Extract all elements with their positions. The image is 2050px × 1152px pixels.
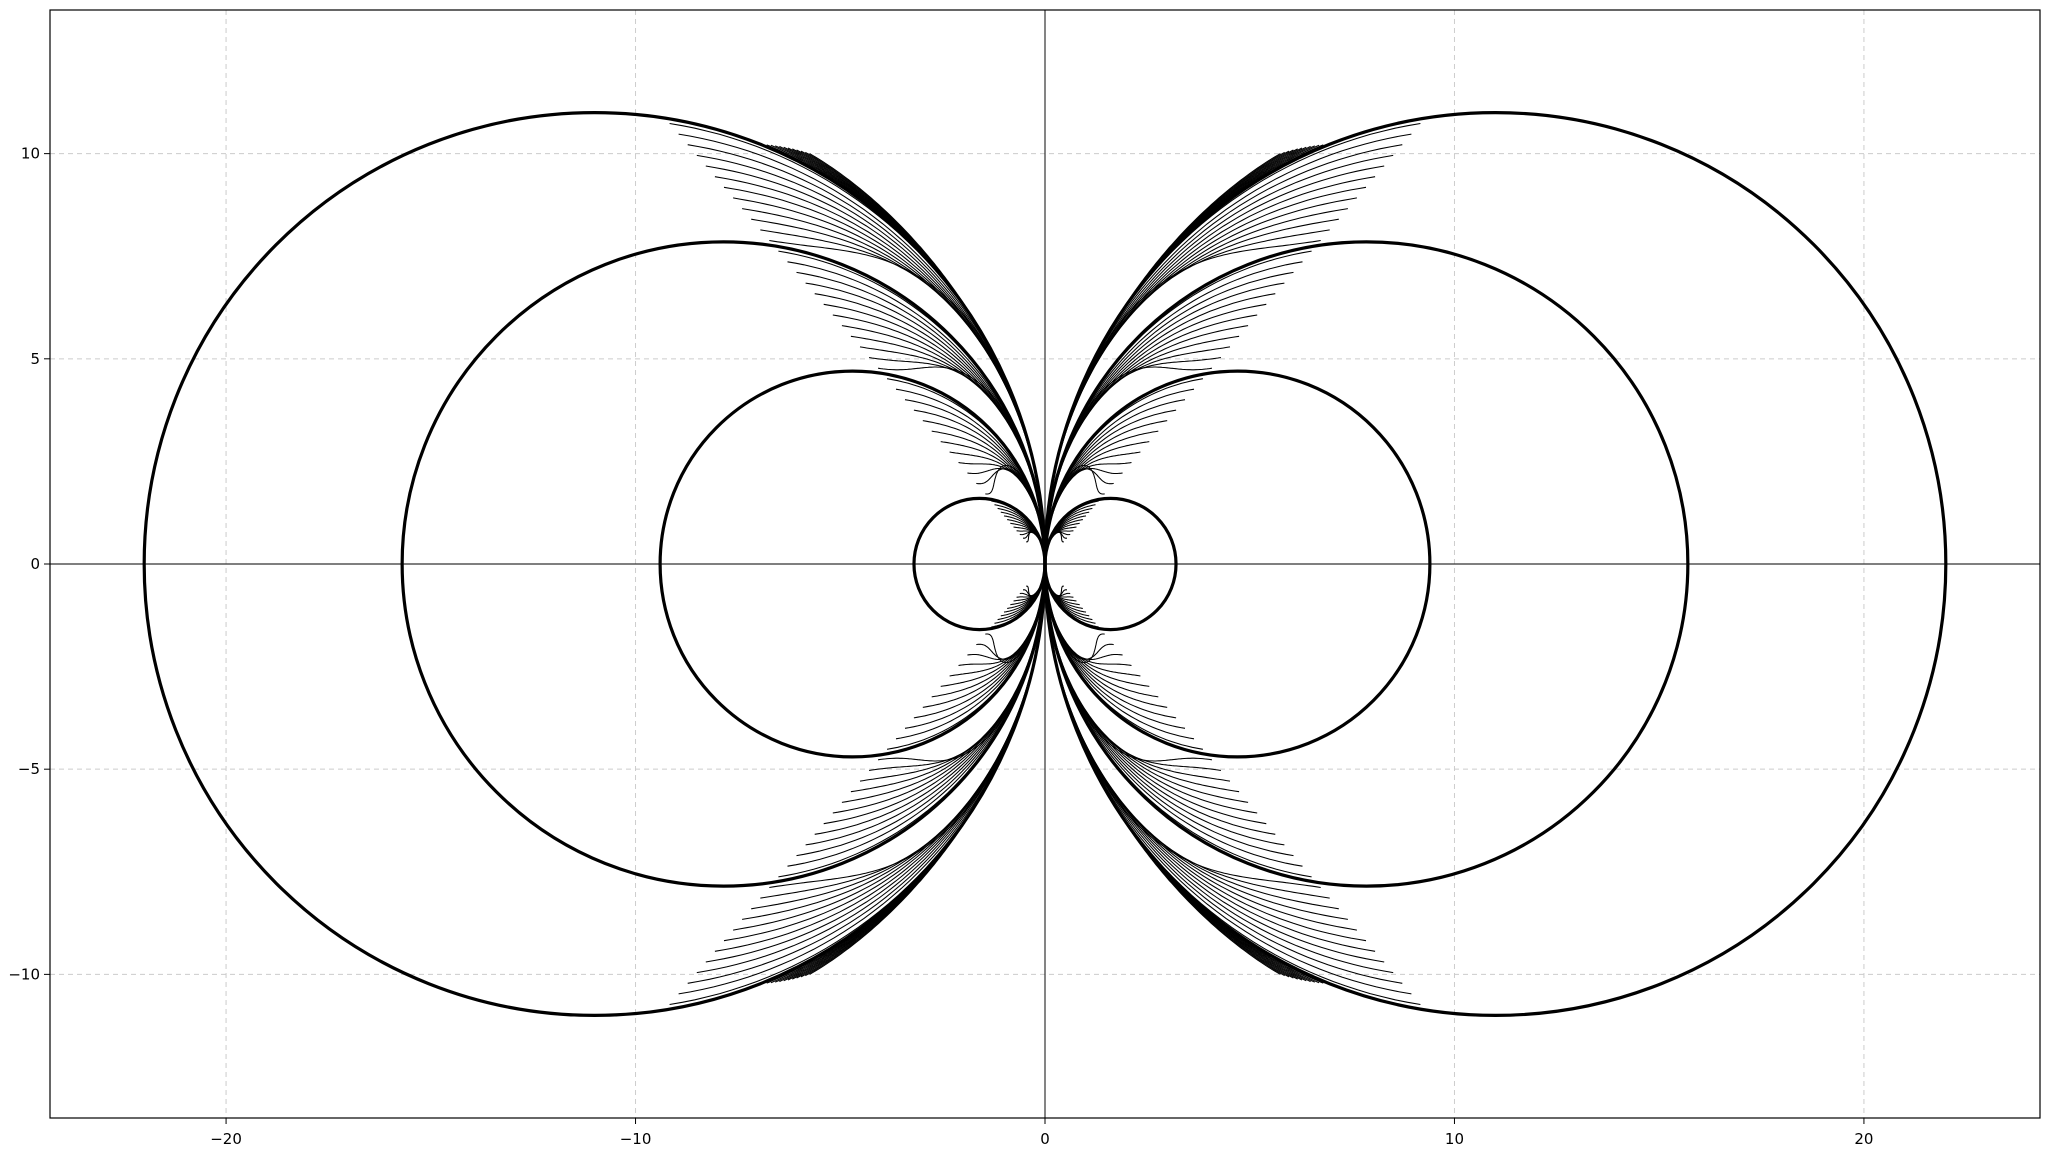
outer-flow-line xyxy=(809,153,1008,383)
flow-line xyxy=(1044,201,1403,984)
flow-line xyxy=(769,674,1032,889)
x-tick-label: 0 xyxy=(1040,1130,1050,1148)
flow-line xyxy=(1044,169,1412,995)
flow-line xyxy=(1044,282,1285,796)
flow-line xyxy=(742,499,1046,920)
flow-line xyxy=(1044,176,1376,796)
x-tick-label: −20 xyxy=(210,1130,242,1148)
flow-line xyxy=(705,284,1046,963)
flow-line xyxy=(1044,441,1150,641)
flow-line xyxy=(714,332,1046,952)
flow-line xyxy=(1044,476,1249,803)
tick-labels: −20 −10 0 10 20 10 5 0 −5 −10 xyxy=(8,145,1873,1148)
flow-line xyxy=(1058,239,1321,454)
flow-line xyxy=(859,559,1046,782)
flow-line xyxy=(805,282,1046,796)
flow-line xyxy=(1058,674,1321,889)
flow-line xyxy=(1044,558,1339,910)
flow-line xyxy=(859,346,1046,569)
flow-line xyxy=(940,487,1046,687)
y-tick-label: 5 xyxy=(30,350,40,368)
flow-line xyxy=(1044,332,1285,846)
outer-flow-line xyxy=(809,745,1008,975)
outer-flow-line xyxy=(792,767,998,980)
x-tick-label: −10 xyxy=(620,1130,652,1148)
outer-flow-line xyxy=(1092,767,1298,980)
flow-line xyxy=(1044,133,1412,959)
flow-line xyxy=(1044,559,1231,782)
flow-line xyxy=(751,218,1046,570)
outer-flow-line xyxy=(792,148,998,361)
flow-line xyxy=(1044,208,1348,629)
flow-line xyxy=(687,201,1046,984)
flow-line xyxy=(1044,451,1141,617)
flow-line xyxy=(687,144,1046,927)
outer-flow-line xyxy=(1082,153,1281,383)
y-tick-label: 0 xyxy=(30,555,40,573)
flow-line xyxy=(678,133,1046,959)
flow-line xyxy=(1044,346,1231,569)
flow-line xyxy=(1044,325,1249,652)
curve-layer xyxy=(142,110,1948,1018)
flow-line xyxy=(1044,499,1348,920)
x-tick-label: 10 xyxy=(1445,1130,1464,1148)
outer-flow-line xyxy=(1092,148,1298,361)
flow-line xyxy=(1044,284,1385,963)
y-tick-label: −5 xyxy=(18,760,40,778)
flow-line xyxy=(949,511,1046,677)
flow-line xyxy=(1044,218,1339,570)
flow-line xyxy=(1044,165,1385,844)
flow-line xyxy=(841,476,1046,803)
flow-line xyxy=(769,239,1032,454)
flow-line xyxy=(949,451,1046,617)
flow-line xyxy=(1044,511,1141,677)
flow-line xyxy=(1044,487,1150,687)
outer-flow-line xyxy=(1082,745,1281,975)
flow-line xyxy=(1044,332,1376,952)
flow-line xyxy=(841,325,1046,652)
flow-line xyxy=(1044,144,1403,927)
flow-line xyxy=(805,332,1046,846)
flow-line xyxy=(714,176,1046,796)
flow-line xyxy=(678,169,1046,995)
flow-line xyxy=(940,441,1046,641)
flow-line xyxy=(751,558,1046,910)
y-tick-label: −10 xyxy=(8,965,40,983)
y-tick-label: 10 xyxy=(21,145,40,163)
x-tick-label: 20 xyxy=(1854,1130,1873,1148)
flow-line xyxy=(742,208,1046,629)
flow-line xyxy=(705,165,1046,844)
